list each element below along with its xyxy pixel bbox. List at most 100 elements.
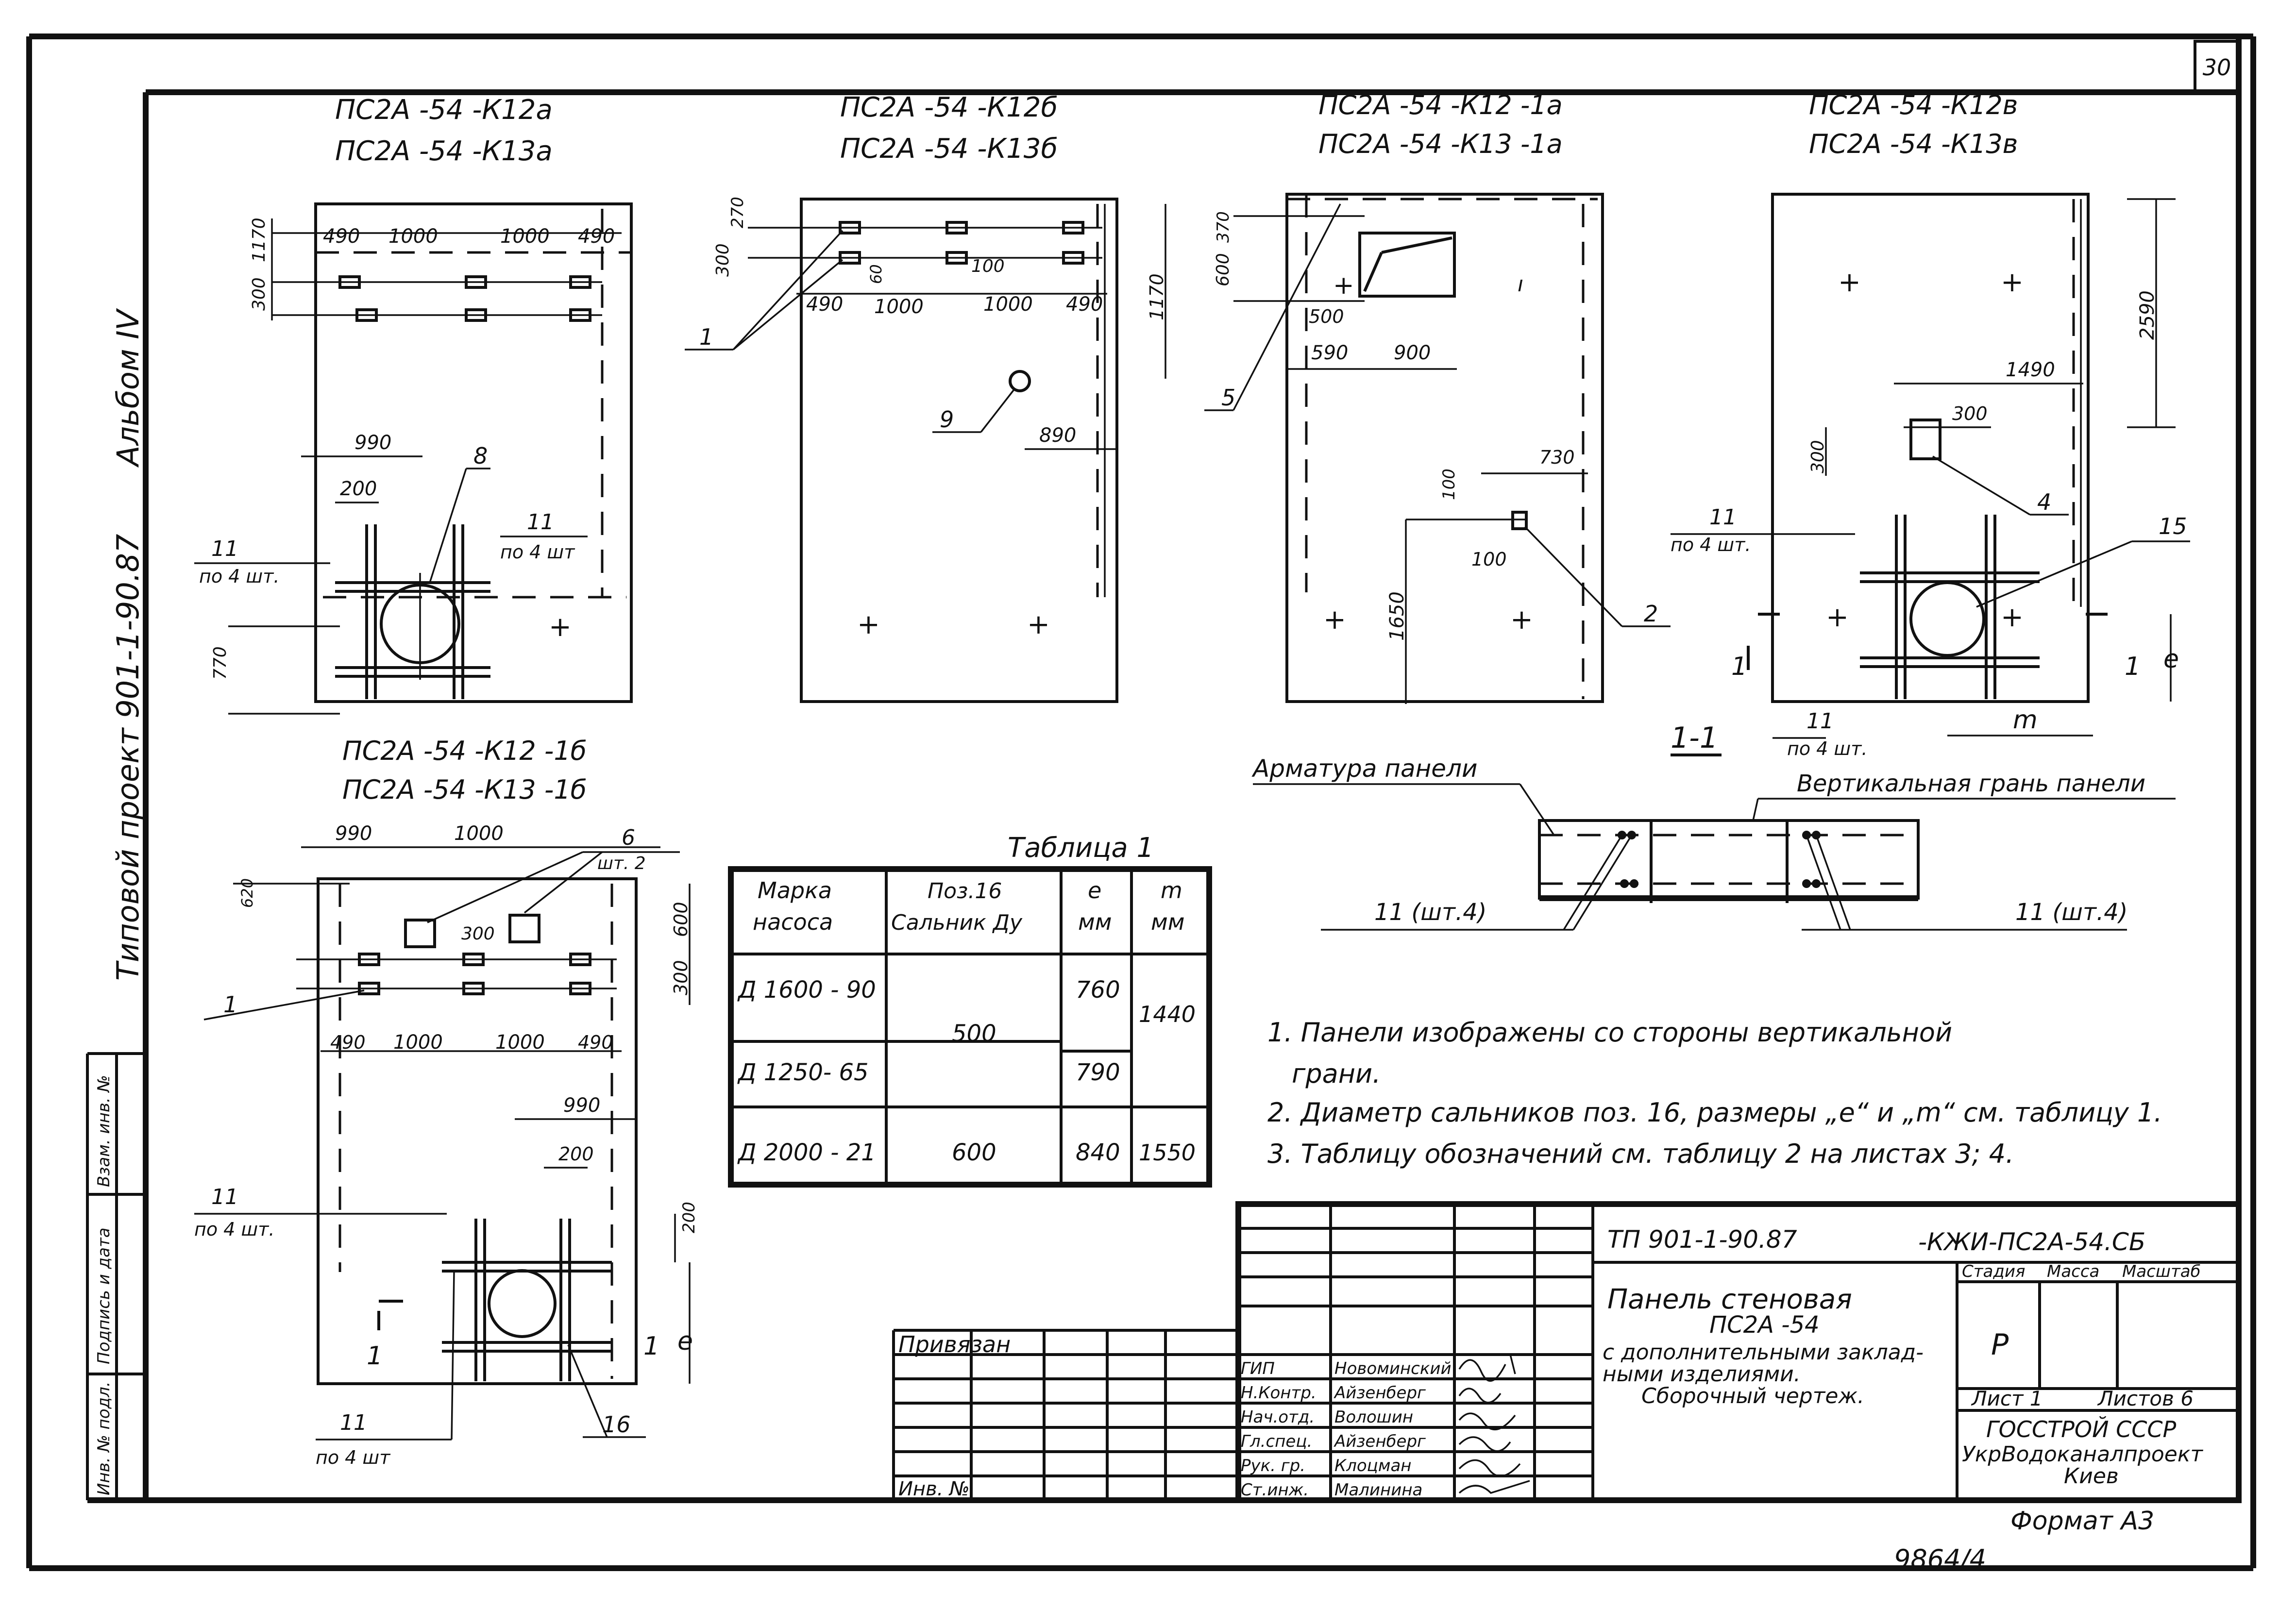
table-1-header-du: Поз.16 Сальник Ду xyxy=(891,879,1023,935)
view-d-dim-1490: 1490 xyxy=(2006,359,2055,381)
table-1-row-3-mark: Д 2000 - 21 xyxy=(737,1139,876,1166)
view-c-title-1: ПС2А -54 -К12 -1а xyxy=(1318,90,1563,120)
view-e-dim-300-r: 300 xyxy=(670,960,692,995)
title-mass-header: Масса xyxy=(2047,1262,2099,1281)
view-c-dim-370: 370 xyxy=(1214,211,1233,243)
view-a-dim-490-l: 490 xyxy=(323,225,360,248)
view-a-embeds xyxy=(272,275,602,322)
view-e-dim-490-r: 490 xyxy=(578,1032,613,1053)
name-6: Малинина xyxy=(1334,1480,1422,1500)
title-stage: Р xyxy=(1991,1328,2009,1362)
view-d-dim-300-a: 300 xyxy=(1952,403,1988,424)
title-doc-code: ТП 901-1-90.87 xyxy=(1607,1225,1797,1254)
table-1-row-1-mark: Д 1600 - 90 xyxy=(737,976,876,1004)
view-b: ПС2А -54 -К12б ПС2А -54 -К13б 270 300 60… xyxy=(685,92,1167,703)
title-block: ТП 901-1-90.87 -КЖИ-ПС2А-54.СБ Панель ст… xyxy=(892,1201,2242,1503)
view-a-label-11-right: 11 xyxy=(527,510,554,535)
name-2: Айзенберг xyxy=(1334,1383,1426,1403)
note-2: 2. Диаметр сальников поз. 16, размеры „е… xyxy=(1267,1097,2162,1128)
table-1: Таблица 1 Марка насоса Поз.16 Сальник Ду… xyxy=(728,832,1212,1188)
title-name-4: ными изделиями. xyxy=(1603,1362,1801,1387)
view-d-plus-2: + xyxy=(2001,267,2024,298)
view-a-plus-1: + xyxy=(549,611,572,643)
table-1-merged-du: 500 xyxy=(952,1020,996,1047)
view-b-dim-490-l: 490 xyxy=(806,293,843,316)
role-gip: ГИП xyxy=(1241,1359,1275,1378)
title-org-1: ГОССТРОЙ СССР xyxy=(1986,1416,2177,1442)
view-d-dim-2590: 2590 xyxy=(2136,290,2159,340)
page-number: 30 xyxy=(2203,54,2231,81)
view-b-dim-60: 60 xyxy=(867,264,885,284)
view-a-dim-200: 200 xyxy=(340,478,377,500)
view-d: ПС2А -54 -К12в ПС2А -54 -К13в + + 2590 1… xyxy=(1671,90,2190,759)
section-armatura-label: Арматура панели xyxy=(1251,754,1478,783)
view-e-dim-200: 200 xyxy=(558,1143,594,1165)
stamp-vzam-inv: Взам. инв. № xyxy=(94,1075,114,1187)
view-c-dim-100-b: 100 xyxy=(1471,549,1507,570)
left-stamp: Взам. инв. № Подпись и дата Инв. № подл. xyxy=(86,1052,146,1500)
note-1: 1. Панели изображены со стороны вертикал… xyxy=(1267,1017,1952,1048)
role-st-inzh: Ст.инж. xyxy=(1241,1480,1309,1500)
view-c-plus-1: + xyxy=(1333,271,1354,300)
view-a-opening xyxy=(335,524,490,699)
sheet-frame: 30 xyxy=(26,34,2256,1571)
view-c-dim-900: 900 xyxy=(1394,342,1431,364)
title-scale-header: Масштаб xyxy=(2122,1262,2201,1281)
signatures xyxy=(1458,1354,1530,1494)
view-e-dim-1000-a: 1000 xyxy=(393,1031,443,1054)
view-a-title-2: ПС2А -54 -К13а xyxy=(335,135,553,167)
view-e-dim-e: e xyxy=(677,1327,693,1356)
view-d-label-15: 15 xyxy=(2159,513,2187,539)
role-gl-spec: Гл.спец. xyxy=(1241,1432,1312,1451)
table-1-title: Таблица 1 xyxy=(1008,832,1154,864)
name-4: Айзенберг xyxy=(1334,1432,1426,1451)
table-1-header-m: m мм xyxy=(1151,877,1189,935)
section-1-1: 1-1 Арматура панели Вертикальная грань п… xyxy=(1251,721,2176,931)
title-doc-code-2: -КЖИ-ПС2А-54.СБ xyxy=(1918,1228,2145,1256)
notes: 1. Панели изображены со стороны вертикал… xyxy=(1267,1017,2162,1169)
role-ruk-gr: Рук. гр. xyxy=(1241,1456,1305,1475)
view-c-panel-outline xyxy=(1285,193,1604,703)
title-privyazan: Привязан xyxy=(898,1331,1011,1357)
section-label-11-right: 11 (шт.4) xyxy=(2015,899,2127,926)
view-a-label-11-left-sub: по 4 шт. xyxy=(199,566,279,587)
view-e-dim-990: 990 xyxy=(563,1094,600,1117)
stamp-sign-date: Подпись и дата xyxy=(94,1227,114,1364)
view-d-opening xyxy=(1860,515,2040,699)
view-c-window xyxy=(1358,232,1456,298)
view-e-title-1: ПС2А -54 -К12 -1б xyxy=(342,736,587,766)
view-d-label-11-bot-sub: по 4 шт. xyxy=(1787,738,1867,759)
view-a-label-11-right-sub: по 4 шт xyxy=(500,541,575,563)
view-e-dim-1000-top: 1000 xyxy=(454,822,504,845)
view-d-label-11-top-sub: по 4 шт. xyxy=(1671,534,1751,555)
name-3: Волошин xyxy=(1334,1407,1413,1427)
title-inv-no: Инв. № xyxy=(898,1478,970,1500)
view-e-label-11-a: 11 xyxy=(211,1185,238,1209)
view-e-dim-620: 620 xyxy=(238,878,256,908)
view-b-hole xyxy=(1009,370,1031,392)
role-n-kontr: Н.Контр. xyxy=(1241,1383,1317,1403)
view-c-embed-2 xyxy=(1511,511,1528,530)
view-d-label-11-top: 11 xyxy=(1709,505,1737,530)
section-title: 1-1 xyxy=(1671,721,1718,755)
view-c: ПС2А -54 -К12 -1а ПС2А -54 -К13 -1а 370 … xyxy=(1204,90,1671,704)
view-e-title-2: ПС2А -54 -К13 -1б xyxy=(342,774,587,805)
view-d-embed-4 xyxy=(1909,419,1941,460)
view-e: ПС2А -54 -К12 -1б ПС2А -54 -К13 -1б 990 … xyxy=(194,736,699,1468)
table-1-row-2-mark: Д 1250- 65 xyxy=(737,1059,869,1086)
title-name-2: ПС2А -54 xyxy=(1709,1311,1820,1339)
view-d-plus-1: + xyxy=(1838,267,1861,298)
archive-number: 9864/4 xyxy=(1894,1544,1986,1574)
view-d-label-4: 4 xyxy=(2037,489,2051,515)
view-a-dim-1000-a: 1000 xyxy=(388,225,438,248)
title-sheet: Лист 1 xyxy=(1971,1387,2043,1410)
view-e-dim-1000-b: 1000 xyxy=(495,1031,545,1054)
view-c-dim-100-a: 100 xyxy=(1439,469,1459,500)
view-e-embeds xyxy=(296,953,617,995)
view-c-mark-1: ı xyxy=(1518,272,1523,297)
view-b-dim-100: 100 xyxy=(971,256,1005,276)
view-c-dim-730: 730 xyxy=(1539,447,1575,468)
title-sheets: Листов 6 xyxy=(2097,1387,2194,1410)
view-e-label-11-a-sub: по 4 шт. xyxy=(194,1219,274,1240)
